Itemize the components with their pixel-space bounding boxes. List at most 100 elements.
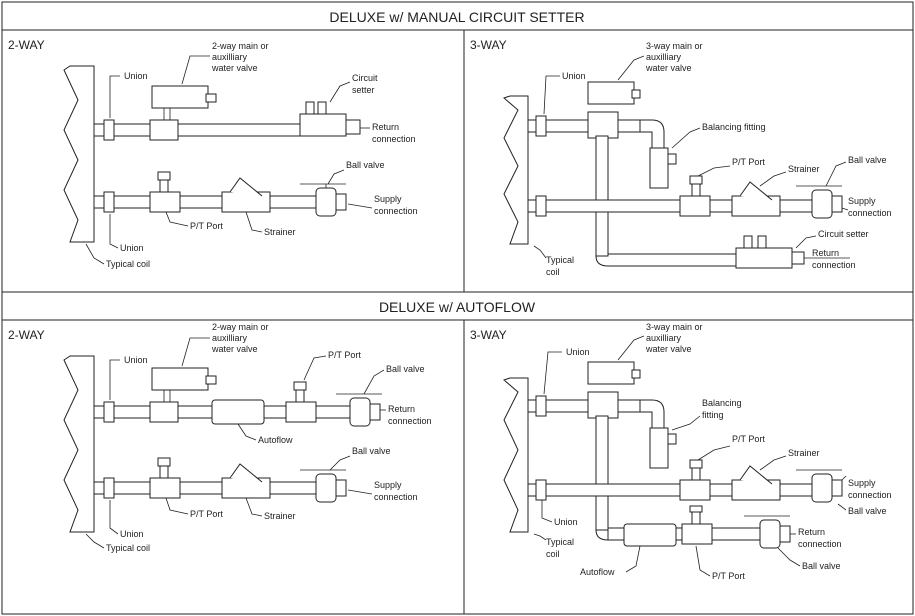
label-typical-coil-2: coil [546,549,560,559]
two-way-valve-body [149,119,179,141]
label-return: Return [798,527,825,537]
label-supply: Supply [848,478,876,488]
label-balancing-2: fitting [702,410,724,420]
panel-2way-circuit-setter: 2-WAY Union 2-way main [8,38,418,269]
label-supply: Supply [848,196,876,206]
label-balancing: Balancing fitting [702,122,766,132]
union [535,115,547,137]
label-ball-valve: Ball valve [848,506,887,516]
circuit-setter-body [299,113,347,137]
union-top [103,401,115,423]
circuit-setter-body [735,247,793,269]
valve-actuator [587,361,635,385]
two-way-valve-body [149,401,179,423]
label-typical-coil: Typical [546,255,574,265]
label-circuit-setter: Circuit [352,73,378,83]
label-return-2: connection [372,134,416,144]
ball-valve-body [349,397,371,427]
strainer-body [731,195,781,217]
pt-port-tee [679,479,711,501]
union-bottom [103,191,115,213]
union-bottom [103,477,115,499]
panel-label: 2-WAY [8,328,45,342]
pt-port-tee [285,401,317,423]
label-pt-port-bottom: P/T Port [712,571,745,581]
label-return-2: connection [798,539,842,549]
label-pt-port: P/T Port [190,221,223,231]
pt-port-tee-bottom [681,523,713,545]
label-valve: 2-way main or [212,322,269,332]
coil [503,95,529,245]
section-title-top: DELUXE w/ MANUAL CIRCUIT SETTER [329,9,584,25]
coil [63,65,95,243]
valve-actuator [151,85,209,109]
ball-valve-body [811,189,833,219]
label-valve-2: auxilliary [646,52,682,62]
panel-3way-circuit-setter: 3-WAY Union 3-way main [470,38,892,277]
label-valve: 2-way main or [212,41,269,51]
panel-label: 3-WAY [470,38,507,52]
coil [63,355,95,533]
label-typical-coil: Typical [546,537,574,547]
label-valve-2: auxilliary [646,333,682,343]
label-union-bottom: Union [120,243,144,253]
union-top [535,395,547,417]
ball-valve-body [811,473,833,503]
label-circuit-setter: Circuit setter [818,229,869,239]
union-top [103,119,115,141]
ball-valve-body-bottom [315,473,337,503]
label-strainer: Strainer [264,227,296,237]
label-valve-2: auxilliary [212,52,248,62]
label-union: Union [124,355,148,365]
label-union-bottom: Union [120,529,144,539]
label-union-bottom: Union [554,517,578,527]
panel-label: 2-WAY [8,38,45,52]
label-union: Union [562,71,586,81]
valve-actuator [587,81,635,105]
pt-port-tee [149,191,181,213]
label-return-2: connection [388,416,432,426]
label-valve-2: auxilliary [212,333,248,343]
label-union: Union [566,347,590,357]
label-supply-2: connection [374,492,418,502]
label-ball-valve: Ball valve [346,160,385,170]
label-balancing: Balancing [702,398,742,408]
coil [503,377,529,533]
label-ball-valve: Ball valve [386,364,425,374]
label-return: Return [812,248,839,258]
label-union: Union [124,71,148,81]
panel-2way-autoflow: 2-WAY Union [8,322,432,553]
balancing-fitting [649,147,669,189]
label-typical-coil-2: coil [546,267,560,277]
label-strainer: Strainer [788,448,820,458]
label-strainer: Strainer [264,511,296,521]
autoflow-body [211,399,265,425]
balancing-fitting [649,427,669,469]
label-return: Return [372,122,399,132]
label-ball-valve: Ball valve [848,155,887,165]
label-ball-valve-bottom: Ball valve [352,446,391,456]
label-supply-2: connection [374,206,418,216]
label-valve-3: water valve [645,344,692,354]
ball-valve-body-bottom [759,519,781,549]
label-strainer: Strainer [788,164,820,174]
label-supply: Supply [374,194,402,204]
strainer-body [221,191,271,213]
label-circuit-setter-2: setter [352,85,375,95]
union-bottom [535,479,547,501]
label-supply-2: connection [848,490,892,500]
label-valve: 3-way main or [646,41,703,51]
union-bottom [535,195,547,217]
three-way-valve-body [587,391,619,419]
panel-3way-autoflow: 3-WAY [470,322,892,581]
label-supply-2: connection [848,208,892,218]
pt-port-tee [679,195,711,217]
section-title-bottom: DELUXE w/ AUTOFLOW [379,299,536,315]
label-typical-coil: Typical coil [106,543,150,553]
pt-port-tee-bottom [149,477,181,499]
label-autoflow: Autoflow [258,435,293,445]
label-supply: Supply [374,480,402,490]
